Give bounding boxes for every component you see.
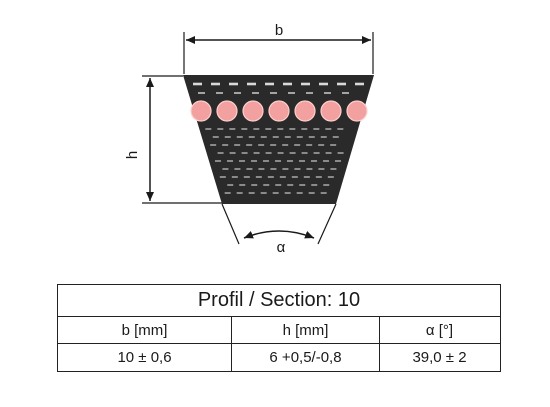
value-b: 10 ± 0,6 (58, 344, 232, 371)
value-h: 6 +0,5/-0,8 (232, 344, 380, 371)
tension-cords (190, 100, 368, 122)
cord-circle (268, 100, 290, 122)
belt-cross-section-diagram: b h α (124, 22, 374, 256)
header-b: b [mm] (58, 317, 232, 343)
cord-circle (346, 100, 368, 122)
angle-line-right (317, 203, 337, 245)
cord-circle (190, 100, 212, 122)
header-alpha: α [°] (425, 321, 454, 339)
height-label: h (124, 151, 141, 159)
cord-circle (216, 100, 238, 122)
angle-label: α (277, 239, 286, 256)
angle-line-left (221, 203, 240, 245)
spec-table: Profil / Section: 10 b [mm] h [mm] α [°]… (57, 284, 501, 372)
angle-arc (243, 230, 315, 239)
table-value-row: 10 ± 0,6 6 +0,5/-0,8 39,0 ± 2 (58, 344, 500, 371)
width-label: b (275, 22, 283, 39)
cord-circle (320, 100, 342, 122)
top-dash-row (193, 82, 364, 94)
cord-circle (294, 100, 316, 122)
value-alpha: 39,0 ± 2 (412, 349, 467, 366)
table-title: Profil / Section: 10 (58, 285, 500, 317)
inner-dash-rows (205, 128, 344, 194)
table-header-row: b [mm] h [mm] α [°] (58, 317, 500, 344)
cord-circle (242, 100, 264, 122)
header-h: h [mm] (232, 317, 380, 343)
